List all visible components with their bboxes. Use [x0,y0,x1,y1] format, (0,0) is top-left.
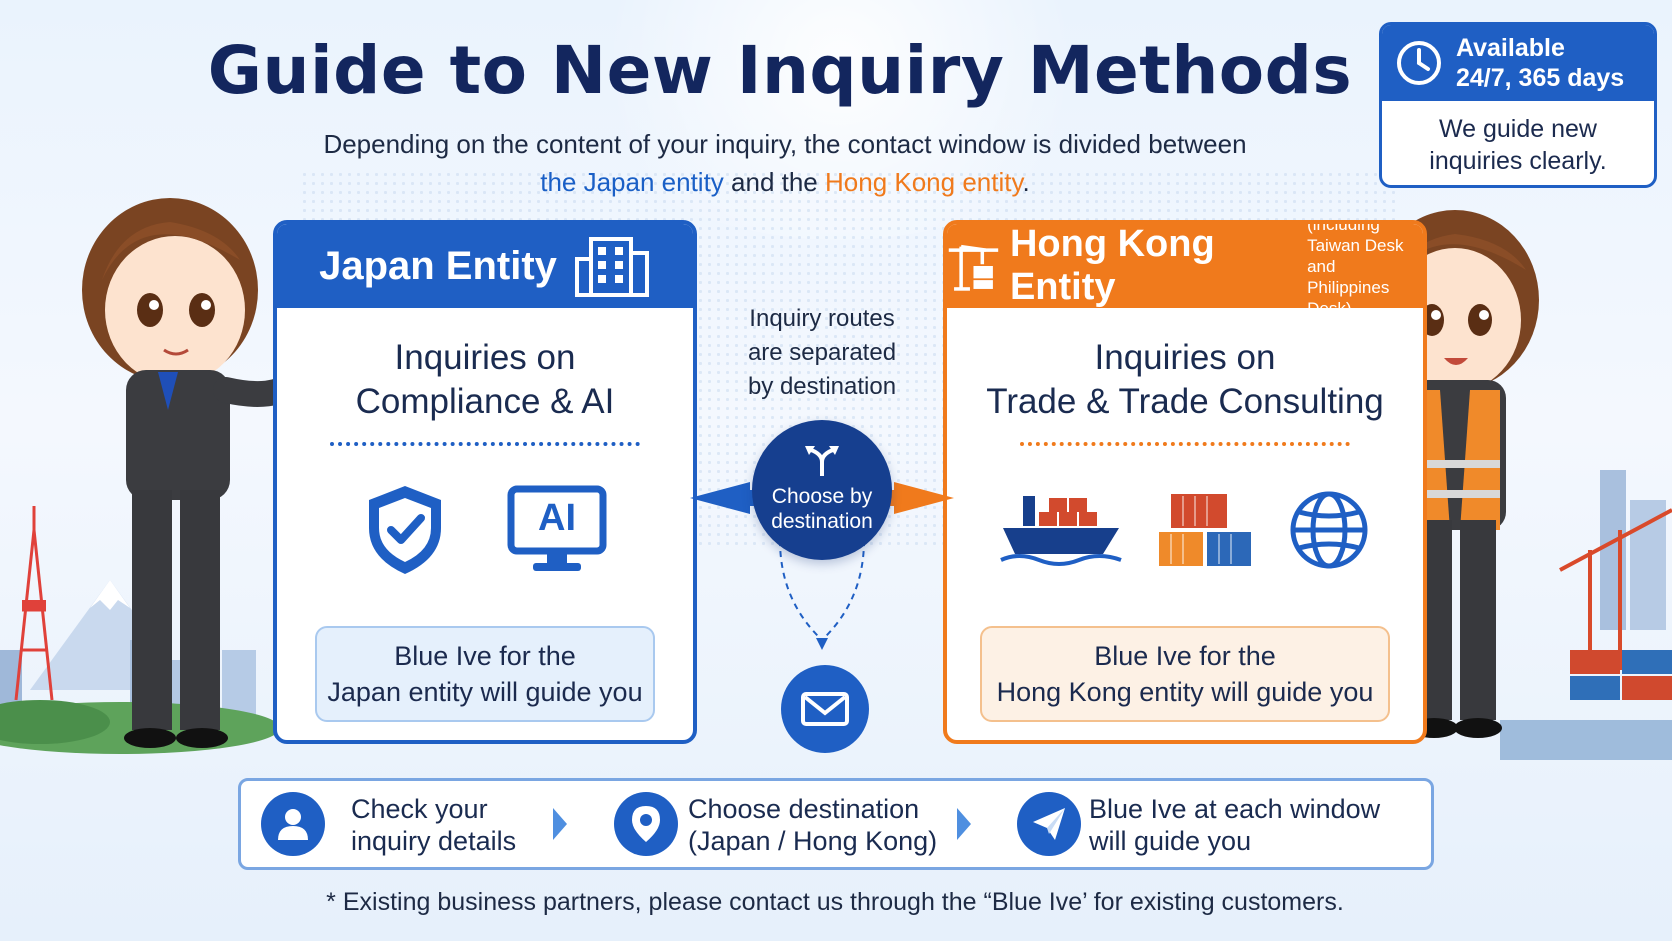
japan-entity-panel: Japan Entity Inquiries on Compliance & A… [273,220,697,744]
hongkong-guide-box: Blue Ive for the Hong Kong entity will g… [980,626,1390,722]
footnote: * Existing business partners, please con… [326,888,1344,916]
step-3-line2: will guide you [1089,826,1252,856]
hongkong-entity-panel: Hong Kong Entity (including Taiwan Desk … [943,220,1427,744]
user-icon [278,809,308,840]
choose-line1: Choose by [771,485,873,508]
route-arrows [690,482,954,650]
mascot-japan-guide [82,198,306,748]
hongkong-entity-note: (including Taiwan Desk and Philippines D… [1307,220,1423,319]
japan-divider [330,442,640,446]
step-3-icon-wrap [1017,792,1081,856]
step-1-line1: Check your [351,794,488,824]
route-line3: by destination [747,373,897,400]
steps-bar: Check your inquiry details Choose destin… [238,778,1434,870]
choose-line2: destination [771,510,873,533]
availability-badge-header: Available 24/7, 365 days [1382,25,1654,101]
hongkong-title-line1: Inquiries on [1094,338,1276,377]
building-icon [574,237,649,297]
availability-description: We guide new inquiries clearly. [1382,101,1654,177]
subtitle-hongkong-entity: Hong Kong entity [825,167,1023,197]
hongkong-guide-line2: Hong Kong entity will guide you [996,677,1374,707]
step-chevron-2 [957,808,971,840]
availability-desc-line1: We guide new [1439,115,1597,143]
subtitle-period: . [1022,167,1030,197]
availability-line2: 24/7, 365 days [1456,64,1625,92]
hongkong-guide-line1: Blue Ive for the [1094,641,1276,671]
japan-guide-box: Blue Ive for the Japan entity will guide… [315,626,655,722]
ai-label: AI [538,497,576,539]
cargo-ship-icon [1000,496,1122,566]
route-line1: Inquiry routes [749,305,895,332]
hongkong-note-line1: (including [1307,220,1380,234]
availability-badge: Available 24/7, 365 days We guide new in… [1379,22,1657,188]
step-2-line2: (Japan / Hong Kong) [688,826,938,856]
japan-icons-row: AI [277,480,693,580]
paper-plane-icon [1033,808,1065,840]
globe-icon [1290,491,1368,569]
shield-check-icon [369,486,441,574]
japan-guide-line1: Blue Ive for the [394,641,576,671]
clock-icon [1397,41,1441,85]
split-arrows-icon [805,446,839,476]
route-description: Inquiry routes are separated by destinat… [722,302,922,404]
location-pin-icon [632,806,660,842]
step-3-line1: Blue Ive at each window [1089,794,1381,824]
step-1-line2: inquiry details [351,826,517,856]
hongkong-note-line2: Taiwan Desk and [1307,235,1404,276]
mail-icon [801,692,849,726]
port-skyline-illustration [1500,470,1672,760]
hongkong-icons-row [947,480,1423,580]
subtitle-and: and the [723,167,825,197]
ai-monitor-icon: AI [507,485,607,575]
subtitle-line1: Depending on the content of your inquiry… [323,129,1247,159]
arrow-right-icon [888,482,954,514]
route-line2: are separated [747,339,897,366]
availability-desc-line2: inquiries clearly. [1429,147,1607,175]
japan-entity-heading: Japan Entity [319,243,557,288]
japan-inquiry-title: Inquiries on Compliance & AI [277,336,693,424]
japan-guide-line2: Japan entity will guide you [327,677,643,707]
step-1-icon-wrap [261,792,325,856]
step-2-icon-wrap [614,792,678,856]
subtitle-japan-entity: the Japan entity [540,167,724,197]
step-2-line1: Choose destination [688,794,920,824]
availability-text: Available 24/7, 365 days [1456,33,1624,93]
mail-circle [781,665,869,753]
arrow-left-icon [690,482,756,514]
choose-by-destination-circle: Choose by destination [752,420,892,560]
crane-icon [948,244,999,291]
containers-icon [1159,494,1251,566]
step-1-text: Check your inquiry details [351,793,516,857]
japan-title-line2: Compliance & AI [355,382,615,421]
japan-entity-header: Japan Entity [277,224,693,308]
hongkong-inquiry-title: Inquiries on Trade & Trade Consulting [947,336,1423,424]
subtitle-line2: the Japan entity and the Hong Kong entit… [240,163,1330,201]
step-3-text: Blue Ive at each window will guide you [1089,793,1380,857]
page-title: Guide to New Inquiry Methods [207,32,1353,109]
japan-title-line1: Inquiries on [394,338,576,377]
page-subtitle: Depending on the content of your inquiry… [240,125,1330,201]
hongkong-entity-heading: Hong Kong Entity [1009,223,1215,308]
hongkong-divider [1020,442,1350,446]
hongkong-note-line3: Philippines Desk) [1307,277,1390,318]
monitor-shape [507,485,607,571]
hongkong-entity-header: Hong Kong Entity (including Taiwan Desk … [947,223,1423,318]
step-2-text: Choose destination (Japan / Hong Kong) [688,793,937,857]
hongkong-title-line2: Trade & Trade Consulting [986,382,1384,421]
availability-line1: Available [1456,34,1565,62]
step-chevron-1 [553,808,567,840]
